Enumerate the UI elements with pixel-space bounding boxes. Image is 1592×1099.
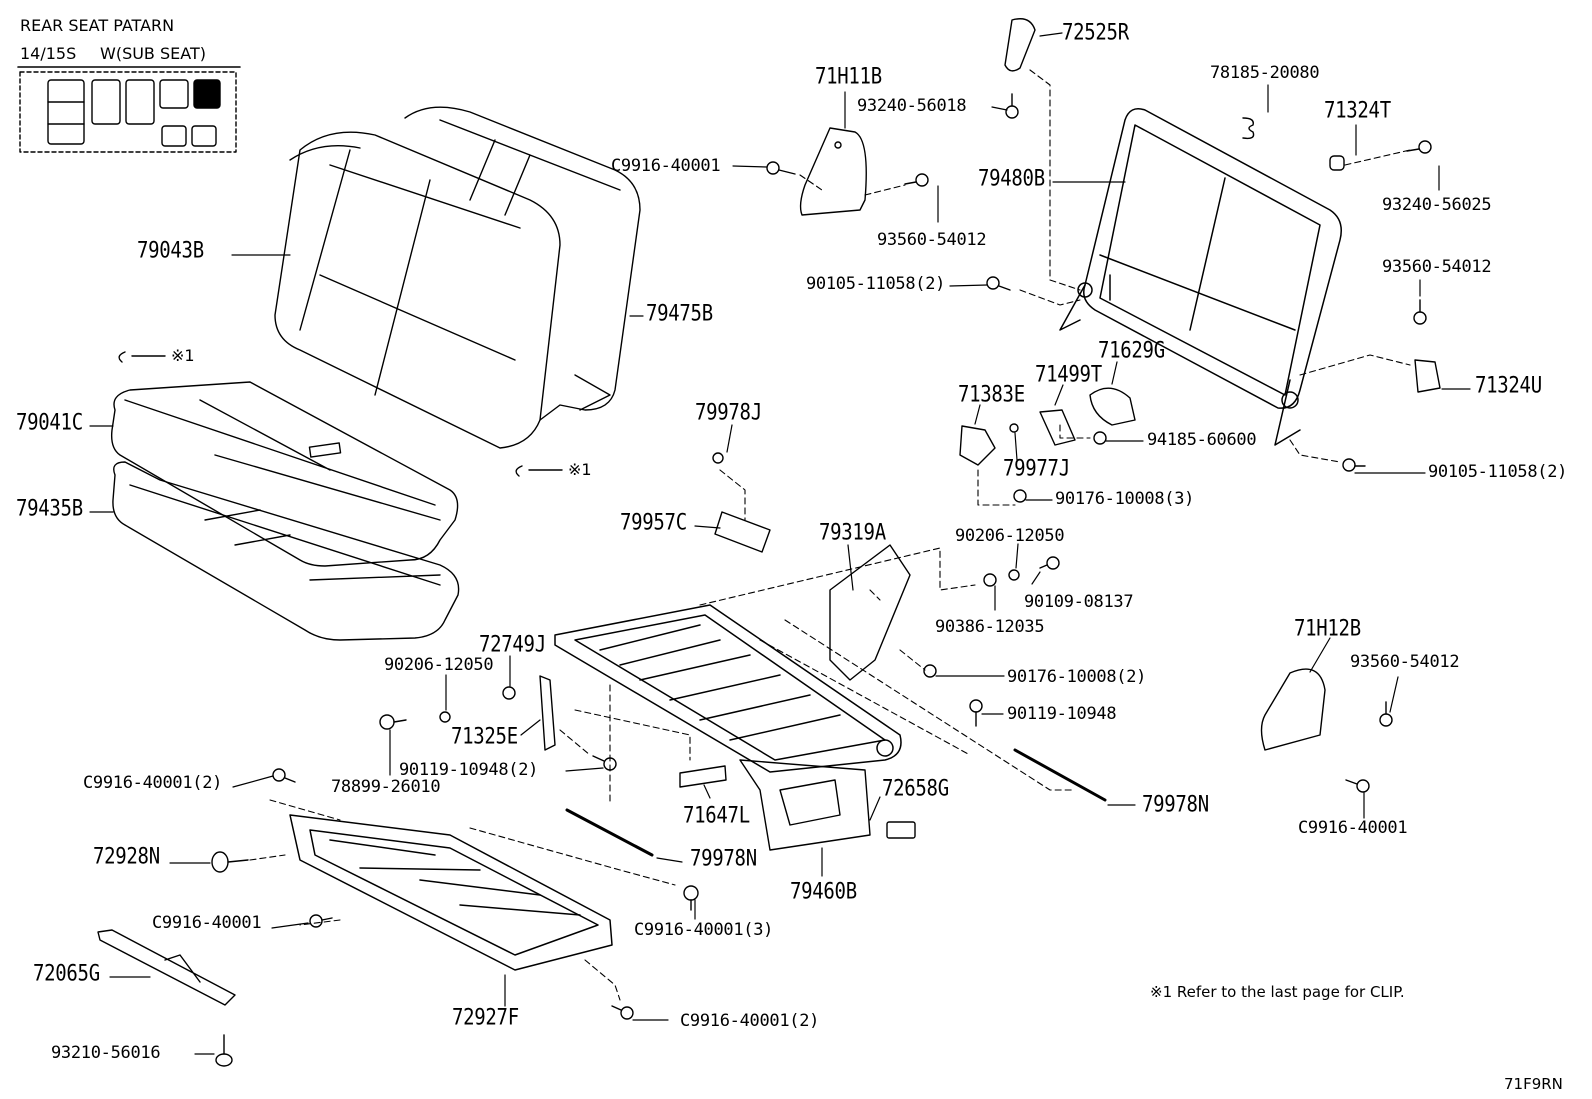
part-71H12B[interactable]: 71H12B — [1294, 615, 1361, 641]
part-C9916-40001-f[interactable]: C9916-40001(2) — [680, 1011, 820, 1031]
strap-72065G-drawing — [97, 929, 236, 1006]
seat-config-label: 14/15S — [20, 44, 77, 63]
part-79957C[interactable]: 79957C — [620, 509, 687, 535]
part-72928N[interactable]: 72928N — [93, 843, 160, 869]
cover-71324U-drawing — [1414, 359, 1441, 393]
part-90119-10948-a[interactable]: 90119-10948 — [1007, 704, 1117, 724]
cover-79957C-drawing — [714, 511, 771, 553]
cover-71629G-drawing — [1089, 387, 1136, 426]
part-79978N-a[interactable]: 79978N — [1142, 791, 1209, 817]
spring-78185-drawing — [1242, 117, 1255, 140]
part-71383E[interactable]: 71383E — [958, 381, 1025, 407]
part-71629G[interactable]: 71629G — [1098, 337, 1165, 363]
part-79977J[interactable]: 79977J — [1003, 455, 1070, 481]
part-71324U[interactable]: 71324U — [1475, 372, 1542, 398]
strip-71647L-drawing — [679, 765, 727, 788]
part-79041C[interactable]: 79041C — [16, 409, 83, 435]
part-93560-54012-b[interactable]: 93560-54012 — [1382, 257, 1492, 277]
seatback-frame-drawing — [1059, 108, 1342, 446]
part-93240-56018[interactable]: 93240-56018 — [857, 96, 967, 116]
fasteners — [211, 93, 1432, 1067]
lever-71499T-drawing — [1039, 409, 1076, 446]
part-78899-26010[interactable]: 78899-26010 — [331, 777, 441, 797]
sub-seat-label: W(SUB SEAT) — [100, 44, 206, 63]
part-72065G[interactable]: 72065G — [33, 960, 100, 986]
part-79480B[interactable]: 79480B — [978, 165, 1045, 191]
rod-79978N-a — [1013, 748, 1107, 802]
part-72749J[interactable]: 72749J — [479, 631, 546, 657]
part-71325E[interactable]: 71325E — [451, 723, 518, 749]
part-C9916-40001-e[interactable]: C9916-40001(3) — [634, 920, 774, 940]
seat-pattern-legend — [17, 66, 241, 153]
part-71499T[interactable]: 71499T — [1035, 361, 1102, 387]
part-79043B[interactable]: 79043B — [137, 237, 204, 263]
cushion-cover-drawing — [110, 381, 459, 567]
cap-71324T-drawing — [1329, 155, 1345, 171]
part-94185-60600[interactable]: 94185-60600 — [1147, 430, 1257, 450]
part-C9916-40001-a[interactable]: C9916-40001 — [611, 156, 721, 176]
part-79435B[interactable]: 79435B — [16, 495, 83, 521]
part-79319A[interactable]: 79319A — [819, 519, 886, 545]
part-90119-10948-b[interactable]: 90119-10948(2) — [399, 760, 539, 780]
part-79978J[interactable]: 79978J — [695, 399, 762, 425]
part-90206-12050-b[interactable]: 90206-12050 — [384, 655, 494, 675]
part-72658G[interactable]: 72658G — [882, 775, 949, 801]
part-90105-11058-a[interactable]: 90105-11058(2) — [806, 274, 946, 294]
part-71324T[interactable]: 71324T — [1324, 97, 1391, 123]
cushion-pad-drawing — [112, 461, 460, 641]
part-72525R[interactable]: 72525R — [1062, 19, 1129, 45]
part-C9916-40001-c[interactable]: C9916-40001 — [1298, 818, 1408, 838]
cushion-frame-drawing — [554, 604, 902, 773]
clip-ref-1: ※1 — [171, 346, 195, 365]
pad-72658G-drawing — [886, 821, 916, 839]
bracket-79319A-drawing — [829, 544, 911, 681]
part-90386-12035[interactable]: 90386-12035 — [935, 617, 1045, 637]
grip-72525R-drawing — [1004, 18, 1036, 72]
part-90176-10008-b[interactable]: 90176-10008(2) — [1007, 667, 1147, 687]
part-79475B[interactable]: 79475B — [646, 300, 713, 326]
seatback-pad-drawing — [404, 106, 641, 421]
bracket-71H11B-drawing — [799, 127, 867, 216]
part-C9916-40001-b[interactable]: C9916-40001(2) — [83, 773, 223, 793]
lower-tray-drawing — [289, 814, 613, 971]
bracket-71H12B-drawing — [1260, 668, 1326, 751]
clip-symbols — [118, 351, 563, 477]
rod-79978N-b — [565, 808, 654, 857]
pattern-title: REAR SEAT PATARN — [20, 16, 175, 35]
part-72927F[interactable]: 72927F — [452, 1004, 519, 1030]
part-C9916-40001-d[interactable]: C9916-40001 — [152, 913, 262, 933]
part-79460B[interactable]: 79460B — [790, 878, 857, 904]
leg-79460B-drawing — [739, 759, 871, 851]
seatback-cover-drawing — [274, 131, 561, 449]
leader-lines — [89, 32, 1471, 1055]
alignment-lines — [249, 69, 1411, 1001]
part-90105-11058-b[interactable]: 90105-11058(2) — [1428, 462, 1568, 482]
part-78185-20080[interactable]: 78185-20080 — [1210, 63, 1320, 83]
part-90176-10008-a[interactable]: 90176-10008(3) — [1055, 489, 1195, 509]
part-90206-12050-a[interactable]: 90206-12050 — [955, 526, 1065, 546]
part-71H11B[interactable]: 71H11B — [815, 63, 882, 89]
bracket-71325E-drawing — [539, 675, 556, 751]
clip-note: ※1 Refer to the last page for CLIP. — [1150, 983, 1405, 1001]
part-93240-56025[interactable]: 93240-56025 — [1382, 195, 1492, 215]
part-93560-54012-a[interactable]: 93560-54012 — [877, 230, 987, 250]
diagram-code: 71F9RN — [1504, 1075, 1563, 1093]
plate-71383E-drawing — [959, 425, 996, 466]
part-71647L[interactable]: 71647L — [683, 802, 750, 828]
part-79978N-b[interactable]: 79978N — [690, 845, 757, 871]
part-93210-56016[interactable]: 93210-56016 — [51, 1043, 161, 1063]
part-90109-08137[interactable]: 90109-08137 — [1024, 592, 1134, 612]
part-93560-54012-c[interactable]: 93560-54012 — [1350, 652, 1460, 672]
clip-ref-2: ※1 — [568, 460, 592, 479]
